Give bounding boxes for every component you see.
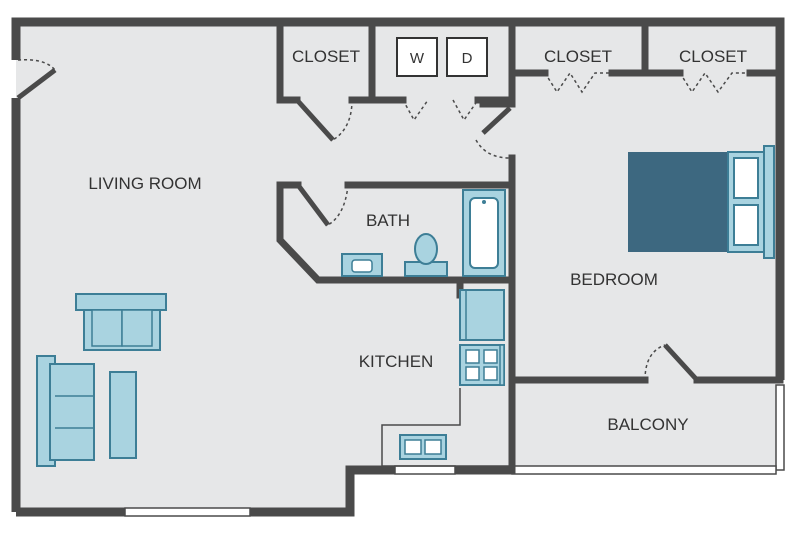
loveseat-icon — [75, 293, 167, 351]
bed-icon — [628, 145, 775, 259]
bath-sink-icon — [341, 253, 383, 277]
coffee-table-icon — [109, 371, 137, 459]
room-label-kitchen: KITCHEN — [359, 352, 434, 371]
room-label-closet-hall: CLOSET — [292, 47, 360, 66]
sofa-icon — [36, 355, 95, 467]
floor-area — [16, 22, 780, 512]
room-label-bedroom: BEDROOM — [570, 270, 658, 289]
washer-label: W — [410, 50, 425, 67]
interior-walls — [276, 18, 784, 474]
room-label-closet-bedroom-1: CLOSET — [544, 47, 612, 66]
room-labels: LIVING ROOM BATH KITCHEN BEDROOM BALCONY… — [88, 47, 747, 434]
exterior-walls — [11, 17, 785, 517]
dryer-label: D — [462, 50, 473, 67]
room-label-living-room: LIVING ROOM — [88, 174, 201, 193]
kitchen-counter — [381, 388, 512, 467]
bathtub-icon — [462, 189, 506, 277]
washer-icon: W — [396, 37, 438, 77]
room-label-closet-bedroom-2: CLOSET — [679, 47, 747, 66]
doors — [16, 58, 750, 382]
toilet-icon — [404, 233, 448, 277]
room-label-balcony: BALCONY — [607, 415, 688, 434]
refrigerator-icon — [459, 289, 505, 341]
dryer-icon: D — [446, 37, 488, 77]
kitchen-sink-icon — [399, 434, 447, 460]
room-label-bath: BATH — [366, 211, 410, 230]
stove-icon — [459, 344, 505, 386]
